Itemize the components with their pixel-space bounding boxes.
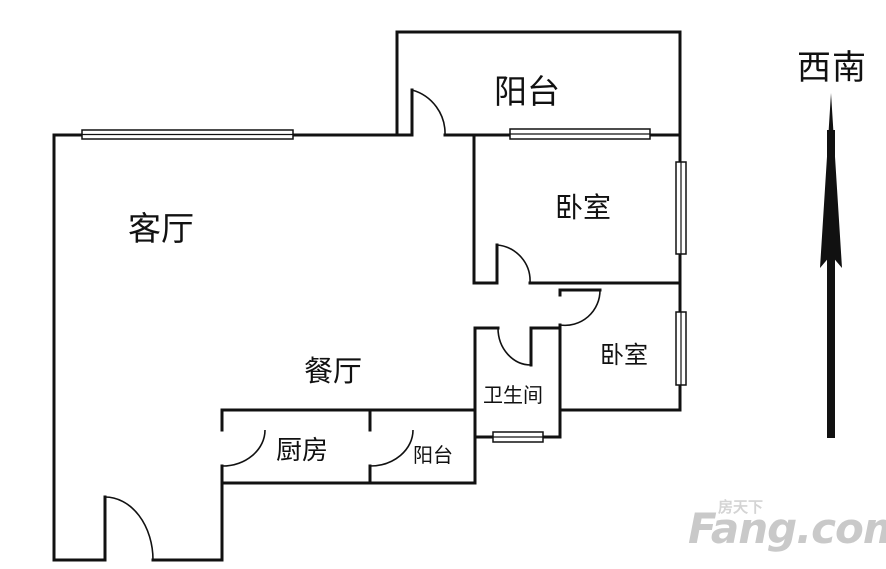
- door-entry: [104, 496, 154, 561]
- label-bedroom-2: 卧室: [600, 341, 648, 369]
- doors: [104, 89, 601, 561]
- windows: [81, 128, 687, 443]
- door-bathroom: [497, 327, 532, 366]
- label-bedroom-1: 卧室: [555, 191, 611, 224]
- label-bathroom: 卫生间: [483, 383, 543, 407]
- label-balcony-top: 阳台: [494, 72, 560, 111]
- label-kitchen: 厨房: [276, 436, 328, 466]
- compass-direction-label: 西南: [797, 48, 867, 88]
- watermark-main: Fang.com: [688, 504, 886, 553]
- door-kitchen: [221, 429, 266, 467]
- label-living-room: 客厅: [128, 209, 194, 248]
- room-labels: 阳台 客厅 卧室 卧室 餐厅 卫生间 厨房 阳台: [128, 72, 648, 467]
- door-bedroom-2: [559, 289, 601, 327]
- door-bedroom-1: [496, 244, 531, 284]
- north-arrow-icon: [820, 93, 842, 438]
- door-balcony: [411, 89, 446, 136]
- watermark-logo: 房天下 Fang.com: [688, 496, 886, 556]
- walls: [52, 30, 682, 562]
- door-balcony-small: [369, 429, 414, 467]
- label-balcony-small: 阳台: [413, 443, 453, 467]
- watermark-sub: 房天下: [718, 498, 764, 516]
- label-dining-room: 餐厅: [304, 354, 362, 388]
